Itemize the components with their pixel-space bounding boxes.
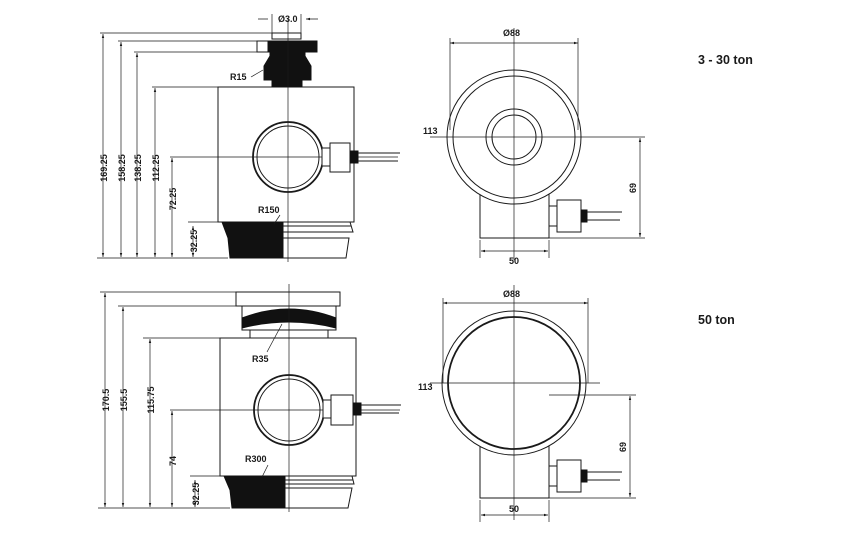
diameter-label: Ø88 xyxy=(503,289,520,299)
offset-label: 113 xyxy=(423,126,438,136)
top-view-3-30-ton: Ø88 113 69 50 xyxy=(423,28,645,266)
height-label: 69 xyxy=(618,442,628,452)
bottom-radius-label: R150 xyxy=(258,205,280,215)
height-dim-1: 170.5 xyxy=(101,389,111,412)
side-view-3-30-ton: Ø3.0 R15 R150 169.25 158.25 138.25 112.2… xyxy=(97,14,400,262)
top-view-50-ton: Ø88 113 69 50 xyxy=(418,285,636,522)
diameter-label: Ø88 xyxy=(503,28,520,38)
height-dim-4: 74 xyxy=(168,456,178,466)
height-dim-5: 72.25 xyxy=(168,188,178,211)
height-dim-2: 158.25 xyxy=(117,154,127,182)
height-dim-4: 112.25 xyxy=(151,154,161,181)
side-view-50-ton: R35 R300 170.5 155.5 115.75 74 32.25 xyxy=(98,284,401,512)
width-label: 50 xyxy=(509,504,519,514)
height-dim-5: 32.25 xyxy=(191,483,201,506)
top-radius-label: R35 xyxy=(252,354,269,364)
height-dim-1: 169.25 xyxy=(99,154,109,182)
height-dim-6: 32.25 xyxy=(189,230,199,253)
width-label: 50 xyxy=(509,256,519,266)
capacity-title-3-30-ton: 3 - 30 ton xyxy=(698,53,753,67)
offset-label: 113 xyxy=(418,382,433,392)
height-label: 69 xyxy=(628,183,638,193)
capacity-title-50-ton: 50 ton xyxy=(698,313,735,327)
bottom-radius-label: R300 xyxy=(245,454,267,464)
height-dim-2: 155.5 xyxy=(119,389,129,412)
height-dim-3: 138.25 xyxy=(133,154,143,182)
height-dim-3: 115.75 xyxy=(146,386,156,413)
pin-diameter-label: Ø3.0 xyxy=(278,14,298,24)
top-radius-label: R15 xyxy=(230,72,247,82)
